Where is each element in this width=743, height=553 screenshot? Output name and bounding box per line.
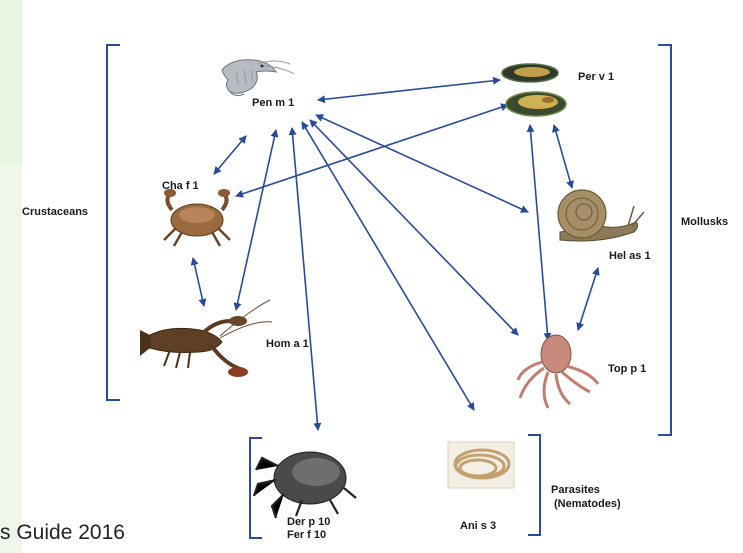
- snail-icon: [558, 190, 644, 241]
- label-per-v-1: Per v 1: [578, 71, 614, 83]
- shrimp-icon: [222, 60, 294, 96]
- arrow-penm1-perv1: [318, 80, 500, 100]
- crab-icon: [164, 189, 230, 246]
- arrow-perv1-topp1: [530, 125, 548, 340]
- cross-reactivity-arrows: [193, 80, 598, 430]
- crustaceans-bracket: [107, 45, 120, 400]
- mollusks-bracket: [658, 45, 671, 435]
- label-top-p-1: Top p 1: [608, 363, 646, 375]
- label-hom-a-1: Hom a 1: [266, 338, 309, 350]
- label-hel-as-1: Hel as 1: [609, 250, 651, 262]
- arrow-penm1-chaf1: [214, 136, 246, 174]
- label-mollusks: Mollusks: [681, 216, 728, 228]
- label-ani-s-3: Ani s 3: [460, 520, 496, 532]
- arrow-perv1-chaf1: [236, 105, 508, 196]
- label-nematodes: (Nematodes): [554, 498, 621, 510]
- footer-caption: s Guide 2016: [0, 521, 125, 545]
- label-der-p-10: Der p 10: [287, 516, 330, 528]
- arrow-penm1-homa1: [236, 130, 276, 310]
- arrow-penm1-topp1: [310, 120, 518, 335]
- label-parasites: Parasites: [551, 484, 600, 496]
- arrow-chaf1-homa1: [193, 258, 204, 306]
- label-cha-f-1: Cha f 1: [162, 180, 199, 192]
- mussel-icon: [502, 64, 566, 116]
- arrow-perv1-helas1: [554, 125, 572, 188]
- dust-mite-icon: [254, 452, 356, 518]
- label-fer-f-10: Fer f 10: [287, 529, 326, 541]
- label-crustaceans: Crustaceans: [22, 206, 88, 218]
- octopus-icon: [518, 335, 598, 408]
- arrow-helas1-topp1: [578, 268, 598, 330]
- parasites-bracket: [528, 435, 540, 535]
- lobster-icon: [140, 300, 272, 377]
- label-pen-m-1: Pen m 1: [252, 97, 294, 109]
- nematode-worm-icon: [448, 442, 514, 488]
